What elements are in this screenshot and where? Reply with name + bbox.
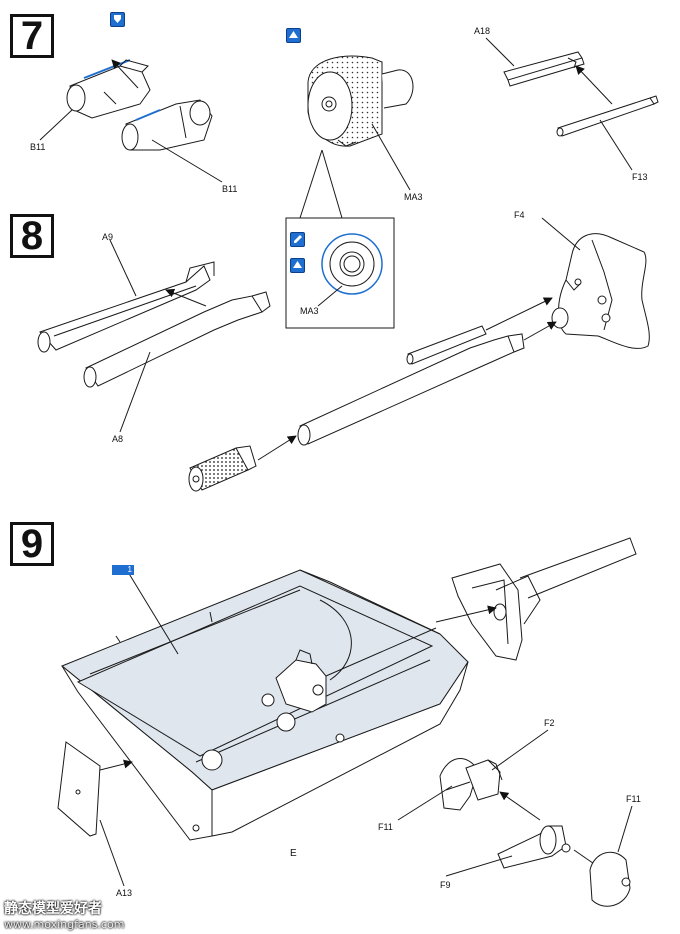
label-f11-a: F11 xyxy=(378,822,393,832)
label-a18: A18 xyxy=(474,26,491,36)
step9-barrel xyxy=(519,537,637,599)
label-e: E xyxy=(290,848,297,859)
part-f2-block xyxy=(465,759,503,801)
label-f2: F2 xyxy=(544,718,555,728)
part-gun-barrel xyxy=(297,333,525,446)
label-a13: A13 xyxy=(116,888,133,898)
label-a9: A9 xyxy=(102,232,114,242)
label-b11-b: B11 xyxy=(222,184,238,194)
part-ma3-drum xyxy=(307,55,414,147)
label-f4: F4 xyxy=(514,210,525,220)
part-e-turret-tub xyxy=(61,569,469,841)
part-muzzle-brake xyxy=(188,445,257,492)
part-b11-lower xyxy=(121,99,213,151)
part-f13-rod xyxy=(556,95,659,137)
label-f11-b: F11 xyxy=(626,794,641,804)
part-b11-upper xyxy=(66,59,151,119)
label-f9: F9 xyxy=(440,880,451,890)
part-a18-bar xyxy=(503,51,585,87)
photo-etch-icon xyxy=(286,28,301,43)
label-a8: A8 xyxy=(112,434,124,444)
glue-icon xyxy=(110,12,125,27)
watermark-text: 静态模型爱好者 xyxy=(4,901,102,917)
part-breech-block xyxy=(275,627,437,713)
label-f13: F13 xyxy=(632,172,648,182)
step-9-number: 9 xyxy=(10,522,54,566)
part-a8-barrel xyxy=(83,291,271,388)
paint-brush-icon xyxy=(290,232,305,247)
part-coax-rod xyxy=(406,325,487,365)
step9-mantlet xyxy=(451,563,541,661)
paint-color-badge: 1 xyxy=(112,565,134,575)
label-ma3-a: MA3 xyxy=(404,192,423,202)
photo-etch-icon-2 xyxy=(290,258,305,273)
part-f11-wheel xyxy=(589,851,631,907)
label-ma3-b: MA3 xyxy=(300,306,319,316)
part-a13-plate xyxy=(57,741,101,837)
part-f4-mantlet xyxy=(551,233,650,349)
label-b11-a: B11 xyxy=(30,142,46,152)
step-7-number: 7 xyxy=(10,14,54,58)
watermark-url: www.moxingfans.com xyxy=(4,918,125,931)
part-f9-axle xyxy=(497,825,571,869)
watermark: 静态模型爱好者 www.moxingfans.com xyxy=(4,902,124,932)
step-8-number: 8 xyxy=(10,214,54,258)
